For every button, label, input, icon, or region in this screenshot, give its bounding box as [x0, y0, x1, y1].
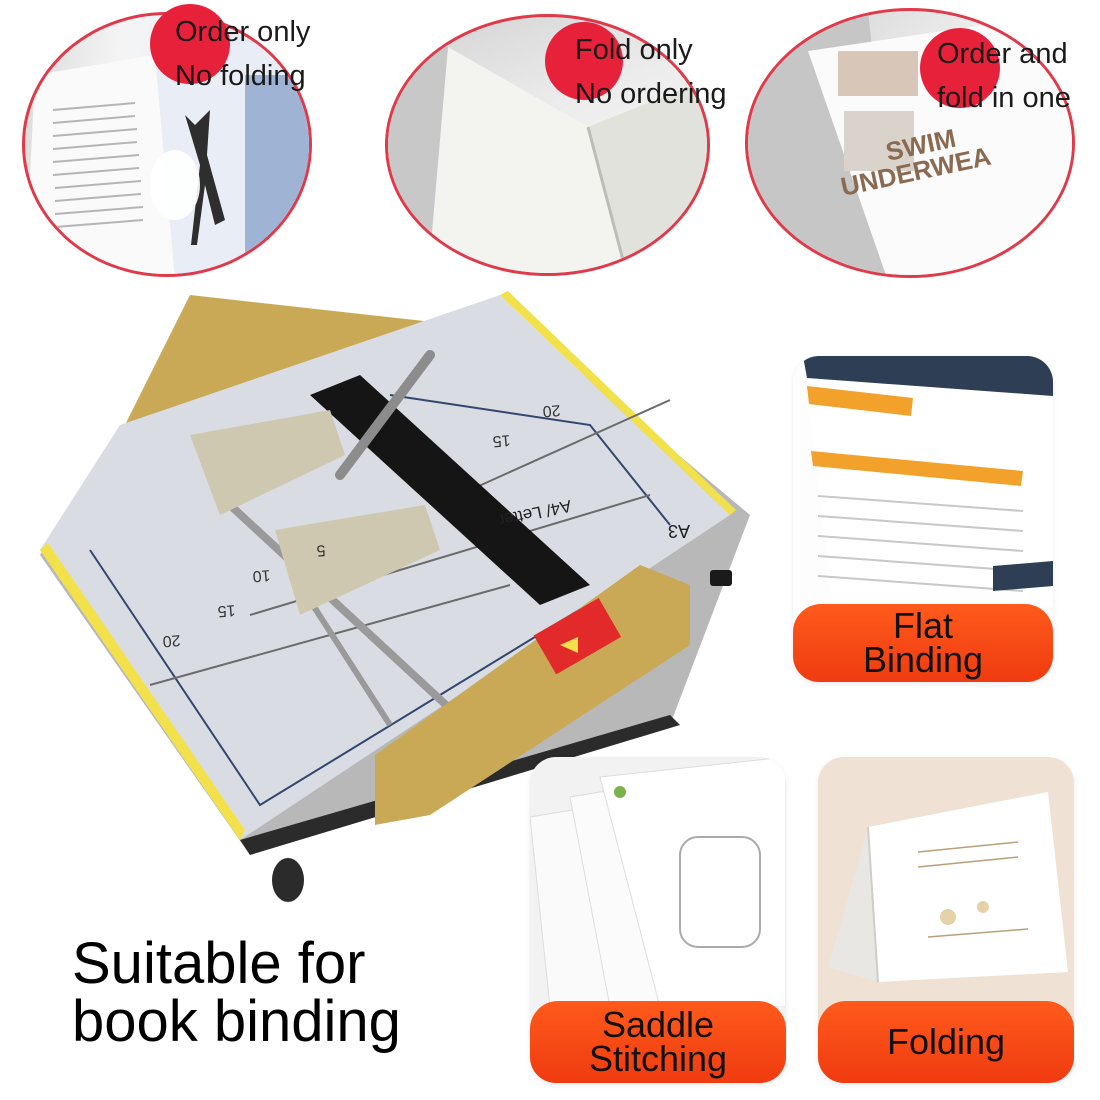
ruler-mark-5: 5: [316, 541, 326, 559]
yellow-tape-left: [40, 543, 245, 840]
label-a3: A3: [668, 521, 690, 541]
ruler-mark-20a: 20: [542, 401, 561, 419]
badge-order-only: Order only No folding: [175, 16, 311, 92]
saddle-stitching-label: Saddle Stitching: [588, 1004, 728, 1079]
badge-circle-1: [150, 4, 230, 84]
black-roller: [310, 375, 590, 605]
saddle-stitching-card: Saddle Stitching: [530, 757, 786, 1083]
order-and-fold-photo: SWIM UNDERWEA: [745, 8, 1075, 278]
clamp-upper: [190, 410, 345, 515]
folding-label: Folding: [886, 1021, 1006, 1062]
catalog-photo: SWIM UNDERWEA: [748, 11, 1072, 275]
booklet-folding-machine: A3 A4/ Letter 20 15 10 5 20 15: [40, 291, 750, 902]
flat-binding-label: Flat Binding: [862, 605, 984, 680]
invoice-photo: [803, 356, 1053, 606]
yellow-tape-right: [500, 291, 736, 515]
ruler-mark-10: 10: [252, 566, 271, 584]
badge-order-and-fold: Order and fold in one: [937, 38, 1071, 114]
open-book-photo: [25, 35, 309, 274]
badge-fold-only: Fold only No ordering: [575, 34, 727, 110]
ruler-mark-15a: 15: [492, 431, 511, 449]
caption-suitable-for-book-binding: Suitable for book binding: [72, 931, 401, 1054]
warning-label: [533, 597, 622, 675]
saddle-stitching-banner: Saddle Stitching: [530, 1001, 786, 1083]
ruler-mark-15b: 15: [217, 601, 236, 619]
ruler-mark-20b: 20: [162, 631, 181, 649]
badge-circle-3: [920, 28, 1000, 108]
badge-circle-2: [545, 22, 623, 100]
folding-banner: Folding: [818, 1001, 1074, 1083]
flat-binding-banner: Flat Binding: [793, 604, 1053, 682]
folding-card: Folding: [818, 757, 1074, 1083]
booklets-photo: [530, 757, 786, 1008]
clamp-lower: [275, 505, 440, 615]
folded-card-photo: [828, 792, 1068, 983]
power-switch: [710, 570, 732, 586]
machine-foot: [272, 858, 304, 902]
flat-binding-card: Flat Binding: [793, 356, 1053, 682]
